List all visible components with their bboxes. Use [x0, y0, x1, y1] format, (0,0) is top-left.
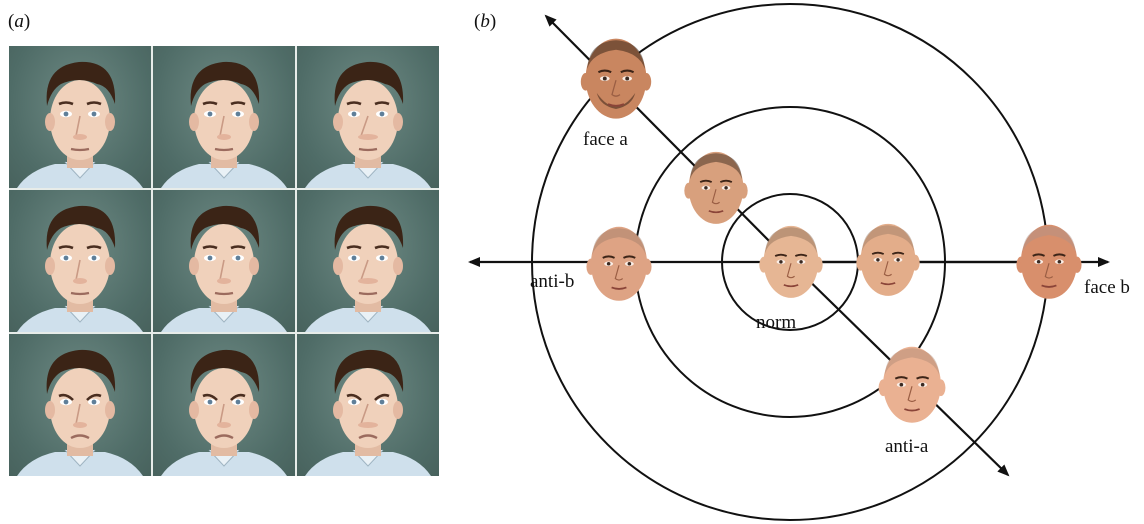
- face-photo-grid: [9, 46, 439, 476]
- panel-b-label: (b): [474, 11, 496, 33]
- face-photo-cell: [297, 334, 439, 476]
- face-a-node: [576, 36, 656, 126]
- panel-b-label-open: (: [474, 11, 481, 32]
- panel-a-label: (a): [8, 11, 30, 33]
- face-photo-cell: [9, 46, 151, 188]
- label-anti-b: anti-b: [530, 271, 575, 292]
- mid-b-face-node: [852, 216, 924, 308]
- face-b-node: [1012, 216, 1086, 312]
- face-render: [580, 38, 652, 119]
- face-photo-cell: [9, 190, 151, 332]
- face-render: [684, 151, 748, 224]
- anti-b-face-node: [582, 220, 656, 312]
- panel-a-label-close: ): [23, 11, 31, 32]
- label-norm: norm: [756, 312, 797, 333]
- face-space-diagram: face a face b anti-b norm anti-a: [460, 0, 1144, 524]
- label-face-a: face a: [583, 129, 628, 150]
- panel-b-label-letter: b: [480, 11, 490, 32]
- face-render: [856, 223, 920, 296]
- face-photo-cell: [153, 190, 295, 332]
- face-photo-cell: [297, 190, 439, 332]
- mid-a-face-node: [680, 142, 752, 238]
- face-photo-cell: [153, 334, 295, 476]
- face-render: [586, 226, 652, 301]
- face-render: [759, 225, 823, 298]
- panel-a-label-letter: a: [14, 11, 24, 32]
- axis-a-up-arrow: [544, 14, 791, 263]
- face-render: [878, 346, 946, 423]
- face-render: [1016, 224, 1082, 299]
- label-face-b: face b: [1084, 277, 1130, 298]
- face-photo-cell: [153, 46, 295, 188]
- anti-a-face-node: [874, 338, 950, 436]
- panel-b-label-close: ): [489, 11, 497, 32]
- norm-face-node: [755, 218, 827, 310]
- panel-a-label-open: (: [8, 11, 15, 32]
- face-photo-cell: [297, 46, 439, 188]
- face-photo-cell: [9, 334, 151, 476]
- label-anti-a: anti-a: [885, 436, 929, 457]
